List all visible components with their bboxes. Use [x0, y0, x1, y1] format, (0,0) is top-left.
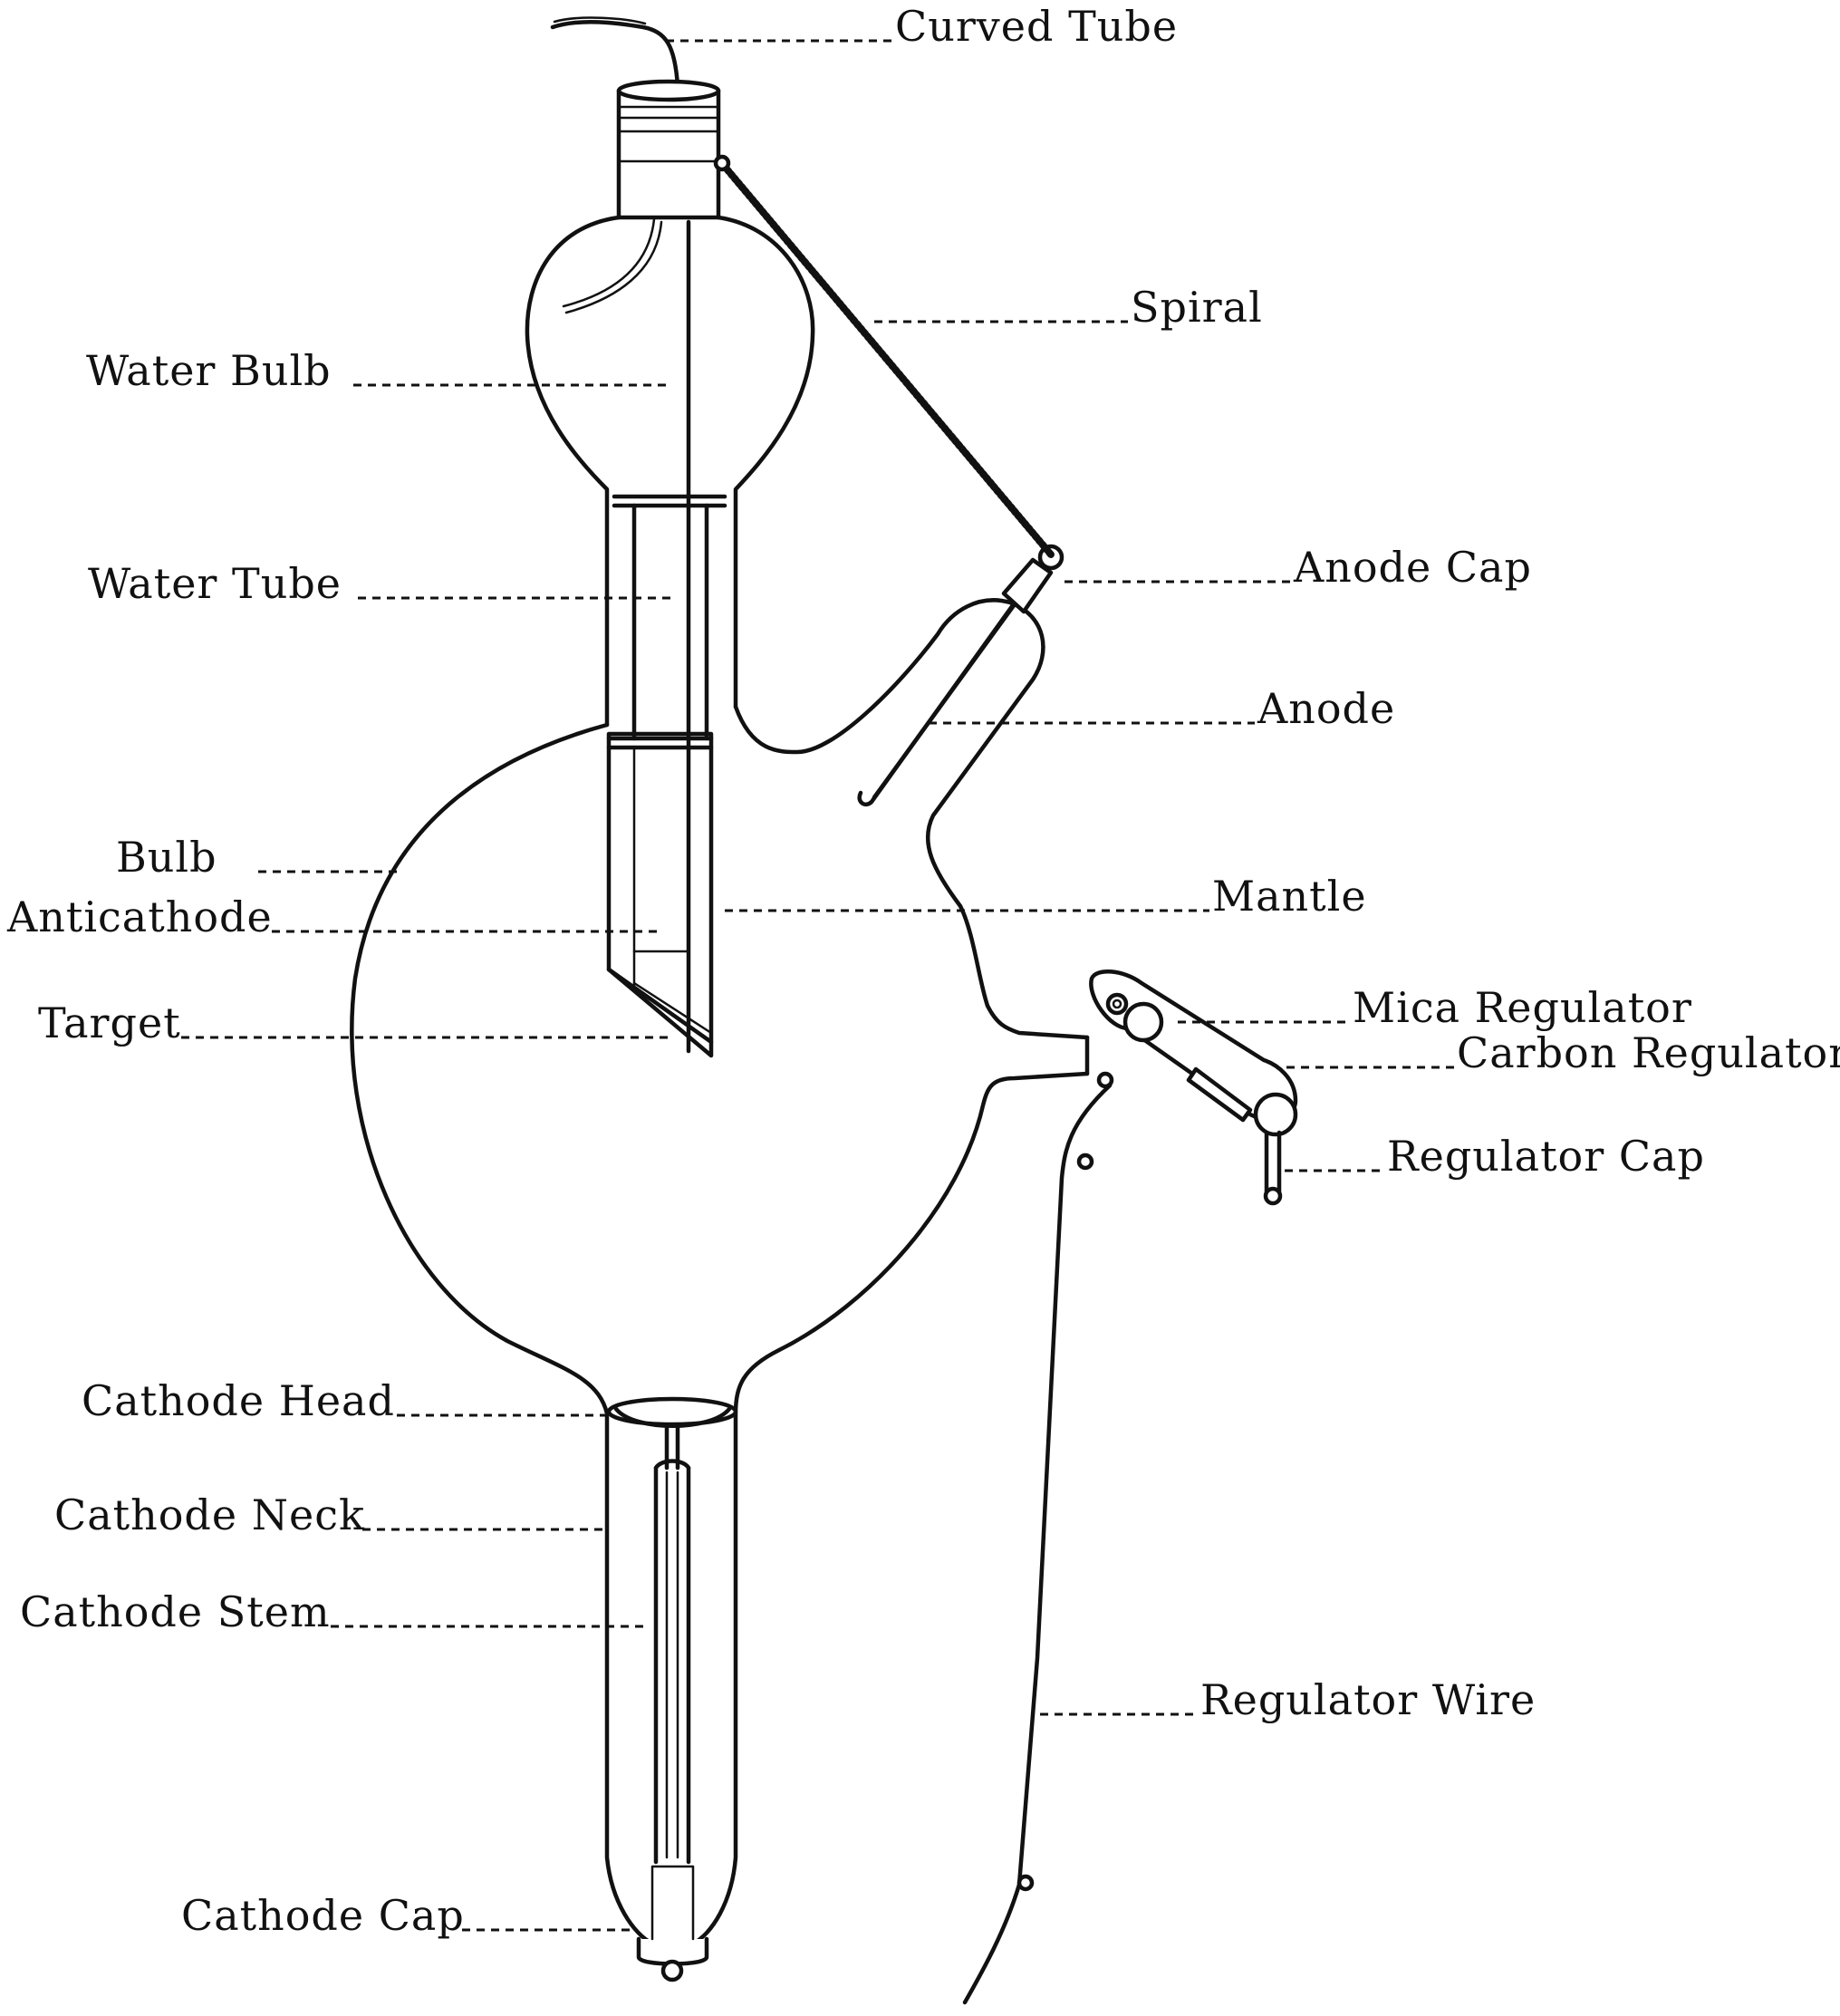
- label-mantle: Mantle: [1212, 872, 1367, 921]
- label-spiral: Spiral: [1131, 283, 1263, 332]
- cathode-head-disk: [606, 1396, 738, 1427]
- label-water-bulb: Water Bulb: [86, 346, 332, 395]
- water-bulb-collar: [616, 79, 721, 220]
- cathode-stem-shape: [653, 1424, 691, 1865]
- water-bulb: [525, 215, 815, 728]
- target: [606, 967, 714, 1045]
- label-regulator-wire: Regulator Wire: [1200, 1675, 1536, 1724]
- tube-drawing: [350, 16, 1298, 2005]
- spiral: [717, 158, 1055, 558]
- label-cathode-cap: Cathode Cap: [181, 1891, 465, 1940]
- cathode-cap-shape: [636, 1865, 709, 1982]
- labels: Curved Tube Spiral Water Bulb Water Tube…: [6, 2, 1840, 1940]
- curved-tube: [550, 20, 680, 89]
- anode-rod: [857, 544, 1065, 807]
- label-cathode-head: Cathode Head: [82, 1376, 395, 1425]
- regulator-wire: [962, 1083, 1113, 2005]
- label-regulator-cap: Regulator Cap: [1387, 1132, 1705, 1181]
- label-anode-cap: Anode Cap: [1293, 543, 1532, 592]
- regulator-assembly: [1084, 969, 1298, 1206]
- label-mica-regulator: Mica Regulator: [1353, 983, 1692, 1032]
- label-water-tube: Water Tube: [88, 559, 342, 608]
- leader-lines: [181, 39, 1454, 1932]
- label-curved-tube: Curved Tube: [895, 2, 1178, 51]
- water-tube: [612, 219, 727, 1054]
- label-anode: Anode: [1257, 684, 1395, 733]
- anticathode: [606, 731, 714, 1058]
- label-cathode-stem: Cathode Stem: [20, 1587, 331, 1636]
- label-bulb: Bulb: [116, 833, 217, 882]
- label-cathode-neck: Cathode Neck: [54, 1490, 365, 1539]
- label-carbon-regulator: Carbon Regulator: [1457, 1028, 1840, 1077]
- main-bulb: [350, 598, 1090, 1946]
- label-anticathode: Anticathode: [6, 892, 273, 941]
- label-target: Target: [38, 998, 181, 1047]
